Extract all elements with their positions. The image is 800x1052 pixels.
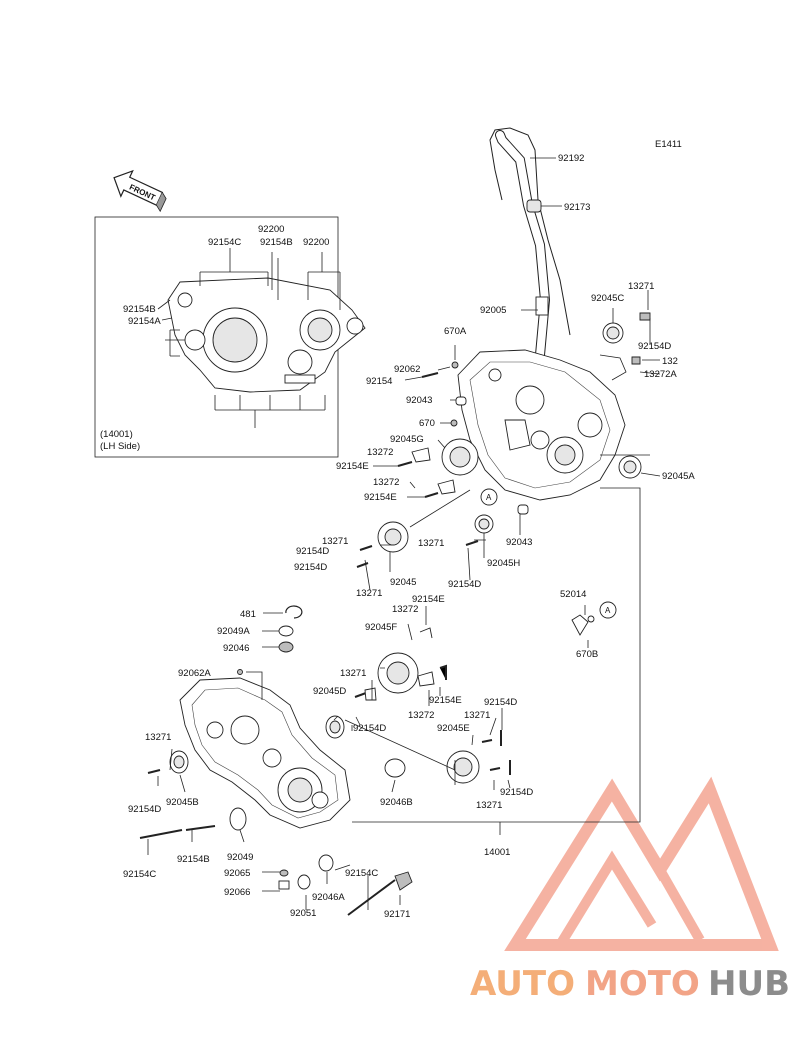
ref-marker-a-label: A: [486, 493, 492, 502]
watermark-text-auto: AUTO: [470, 964, 575, 1004]
callout-92062: 92062: [394, 364, 420, 375]
inset-callout-92200: 92154B: [260, 237, 293, 248]
watermark-text-moto: MOTO: [585, 964, 700, 1004]
ref-marker-a-2: [599, 601, 617, 619]
callout-92154e-4: 92154E: [429, 695, 462, 706]
inset-callout-92200-2: 92154A: [128, 316, 161, 327]
callout-670: 670: [419, 418, 435, 429]
callout-92154d-5: 92154D: [353, 723, 386, 734]
callout-13271-3: 13271: [356, 588, 382, 599]
callout-13271-8: 13271: [476, 800, 502, 811]
callout-92045f: 92045F: [365, 622, 397, 633]
inset-callout-92154c: 92200: [303, 237, 329, 248]
inset-callout-92154a: 92154C: [208, 237, 241, 248]
callout-92045c: 92045C: [591, 293, 624, 304]
callout-92154c-2: 92154C: [345, 868, 378, 879]
callout-52014: 52014: [560, 589, 586, 600]
callout-13271-6: 13271: [464, 710, 490, 721]
callout-481: 481: [240, 609, 256, 620]
callout-92045b: 92045B: [166, 797, 199, 808]
inset-callout-92154b-2: 92154B: [123, 304, 156, 315]
callout-13272-2: 13272: [373, 477, 399, 488]
callout-92154: 92154: [366, 376, 392, 387]
callout-13272a: 13272A: [644, 369, 677, 380]
callout-92154e-3: 92154E: [412, 594, 445, 605]
right-small-parts: [356, 312, 651, 636]
callout-670a: 670A: [444, 326, 467, 337]
front-arrow-icon: FRONT: [113, 169, 167, 213]
callout-92045a: 92045A: [662, 471, 695, 482]
callout-92049: 92049: [227, 852, 253, 863]
callout-92043: 92043: [406, 395, 432, 406]
callout-92154d-8: 92154D: [128, 804, 161, 815]
callout-92046b: 92046B: [380, 797, 413, 808]
callout-92171: 92171: [384, 909, 410, 920]
callout-92045d: 92045D: [313, 686, 346, 697]
watermark-logo: [504, 776, 779, 951]
callout-670b: 670B: [576, 649, 598, 660]
watermark-text-hub: HUB: [708, 964, 790, 1004]
inset-crankcase-icon: [167, 277, 366, 393]
callout-13272-3: 13272: [392, 604, 418, 615]
callout-92154d-4: 92154D: [448, 579, 481, 590]
left-crankcase-icon: [179, 677, 351, 829]
callout-92192: 92192: [558, 153, 584, 164]
inset-title: (14001): [100, 429, 133, 440]
callout-13271-5: 13271: [340, 668, 366, 679]
ref-marker-a: [480, 488, 498, 506]
diagram-code: E1411: [655, 139, 682, 150]
callout-132: 132: [662, 356, 678, 367]
inset-subtitle: (LH Side): [100, 441, 140, 452]
callout-92154e: 92154E: [336, 461, 369, 472]
ref-marker-a-2-label: A: [605, 606, 611, 615]
callout-92045e: 92045E: [437, 723, 470, 734]
callout-14001: 14001: [484, 847, 510, 858]
callout-13271-7: 13271: [145, 732, 171, 743]
callout-92154d: 92154D: [638, 341, 671, 352]
callout-92062a: 92062A: [178, 668, 211, 679]
callout-92046a: 92046A: [312, 892, 345, 903]
callout-92045g: 92045G: [390, 434, 424, 445]
callout-92154d-2: 92154D: [296, 546, 329, 557]
callout-13271-2: 13271: [322, 536, 348, 547]
callout-92045: 92045: [390, 577, 416, 588]
callout-92154d-3: 92154D: [294, 562, 327, 573]
right-crankcase-icon: [457, 349, 626, 501]
callout-92046: 92046: [223, 643, 249, 654]
callout-13271: 13271: [628, 281, 654, 292]
callout-92065: 92065: [224, 868, 250, 879]
callout-92154d-6: 92154D: [484, 697, 517, 708]
callout-13272: 13272: [367, 447, 393, 458]
breather-hose-icon: [489, 127, 571, 360]
callout-92049a: 92049A: [217, 626, 250, 637]
callout-13272-4: 13272: [408, 710, 434, 721]
callout-92154d-7: 92154D: [500, 787, 533, 798]
callout-92154c: 92154C: [123, 869, 156, 880]
callout-92173: 92173: [564, 202, 590, 213]
callout-92066: 92066: [224, 887, 250, 898]
left-small-parts: [139, 605, 511, 916]
callout-92045h: 92045H: [487, 558, 520, 569]
callout-92154e-2: 92154E: [364, 492, 397, 503]
inset-callout-92154b: 92200: [258, 224, 284, 235]
callout-92051: 92051: [290, 908, 316, 919]
callout-92005: 92005: [480, 305, 506, 316]
callout-92154b: 92154B: [177, 854, 210, 865]
callout-13271-4: 13271: [418, 538, 444, 549]
callout-92043-2: 92043: [506, 537, 532, 548]
